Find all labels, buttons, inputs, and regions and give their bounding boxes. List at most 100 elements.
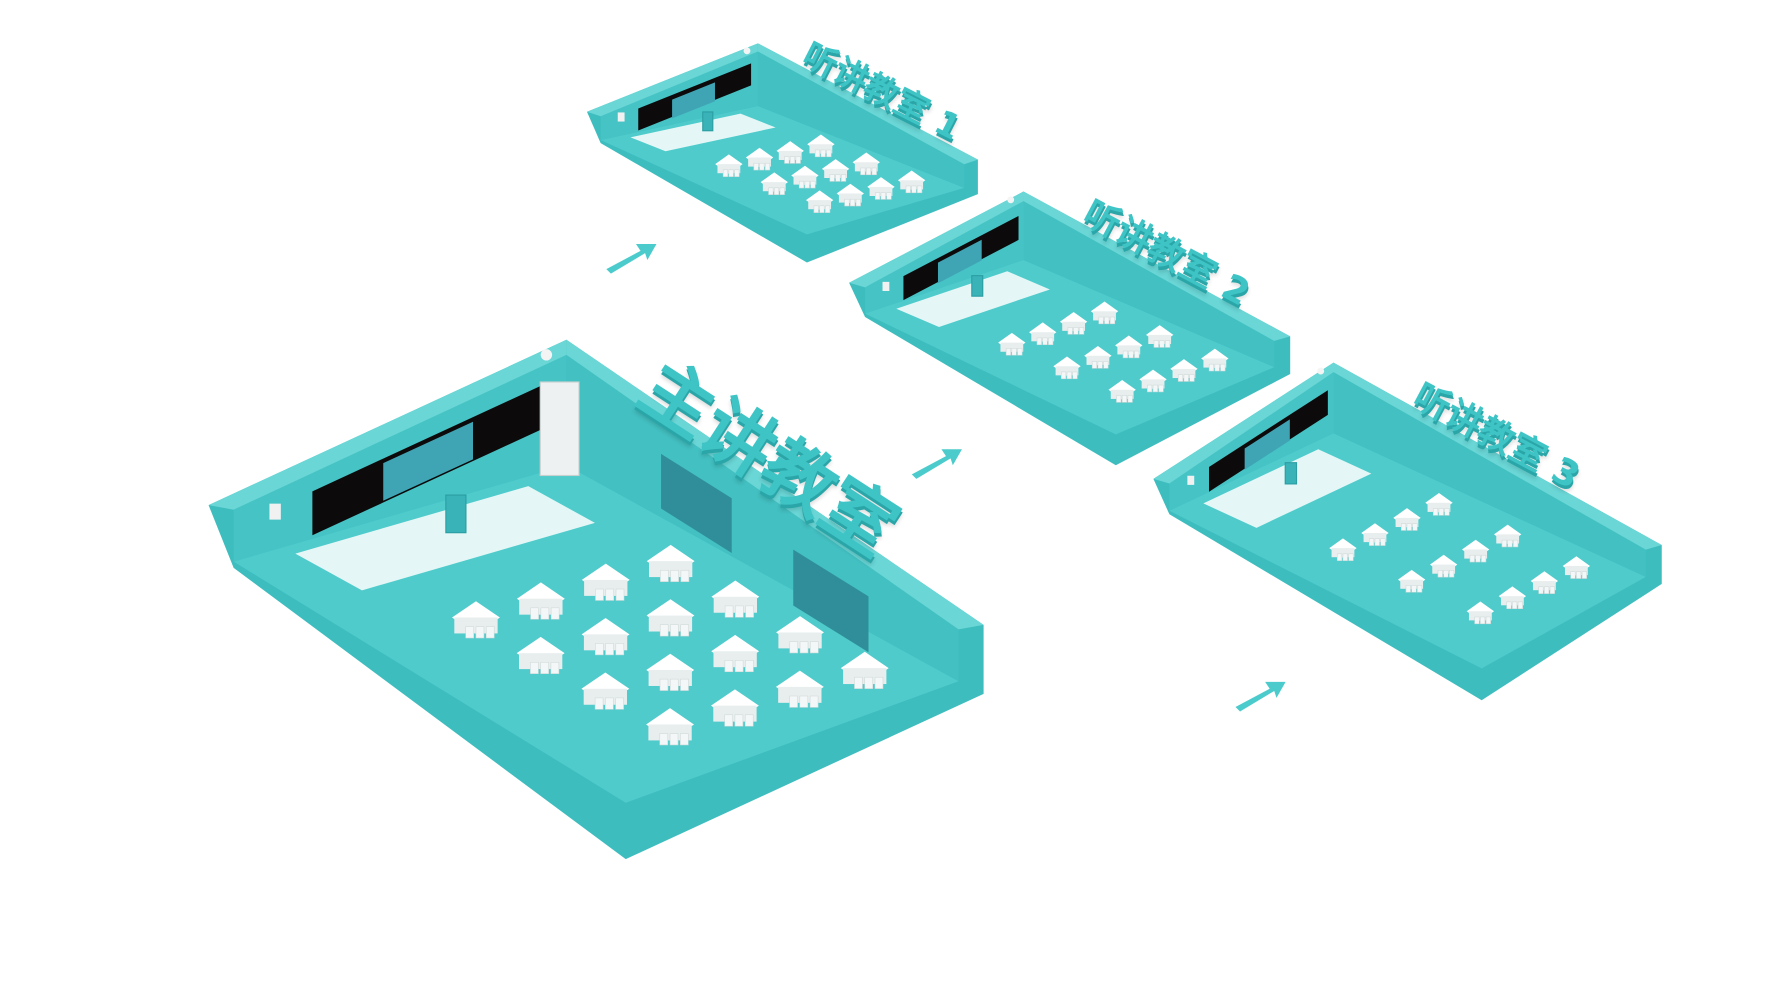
listening-classroom-1-chair <box>804 180 810 189</box>
listening-classroom-3-chair <box>1348 553 1354 561</box>
listening-classroom-1-speaker <box>617 112 625 122</box>
main-classroom-chair <box>605 643 614 656</box>
listening-classroom-3-chair <box>1570 571 1576 579</box>
main-classroom-camera <box>540 349 553 361</box>
listening-classroom-1-chair <box>764 162 771 171</box>
listening-classroom-2-chair <box>1067 327 1073 335</box>
listening-classroom-2-chair <box>1109 316 1116 325</box>
main-classroom-wall-top-left <box>208 339 567 510</box>
listening-classroom-1-chair <box>813 205 819 213</box>
listening-classroom-3-chair <box>1438 508 1444 516</box>
listening-classroom-1-stage-platform <box>630 113 776 152</box>
listening-classroom-2-chair <box>1122 350 1128 359</box>
listening-classroom-2-desk-legs <box>1203 358 1227 368</box>
listening-classroom-1-chair <box>911 185 917 194</box>
listening-classroom-3-desk-legs <box>1400 579 1424 589</box>
listening-classroom-3-speaker <box>1187 475 1195 485</box>
listening-classroom-3-chair <box>1411 585 1417 593</box>
main-classroom-chair <box>669 678 679 691</box>
listening-classroom-3-wall-top-right <box>1333 362 1662 550</box>
listening-classroom-1-desk-legs <box>900 180 924 190</box>
listening-classroom-2-wall-top-right <box>1023 191 1291 341</box>
listening-classroom-3-desk-legs <box>1496 534 1520 544</box>
listening-classroom-2-chair <box>1177 374 1184 382</box>
listening-classroom-1-wall-top-left <box>586 43 758 117</box>
listening-classroom-1-chair <box>844 198 850 207</box>
listening-classroom-3-stage-platform <box>1203 449 1372 528</box>
main-classroom-chair <box>485 626 495 639</box>
listening-classroom-2-chair <box>1159 340 1165 348</box>
main-classroom-chair <box>670 569 679 582</box>
listening-classroom-1-desk-legs <box>838 193 862 203</box>
listening-classroom-1-chair <box>917 185 923 194</box>
listening-classroom-2-desk-legs <box>1062 321 1086 331</box>
listening-classroom-2-chair <box>1097 361 1103 369</box>
listening-classroom-3-desk-legs <box>1331 548 1355 558</box>
listening-classroom-1-chair <box>734 169 740 177</box>
main-classroom-equipment-cabinet <box>539 381 580 477</box>
listening-classroom-3-chair <box>1336 553 1343 561</box>
main-classroom-chair <box>594 697 604 710</box>
listening-classroom-3-podium <box>1284 462 1298 485</box>
listening-classroom-2-chair <box>1116 395 1122 403</box>
listening-classroom-3-chair <box>1449 569 1455 578</box>
arrow-icon <box>911 449 962 479</box>
listening-classroom-2-chair <box>1103 361 1109 369</box>
listening-classroom-2-desk-legs <box>1000 342 1024 352</box>
listening-classroom-1-desk-legs <box>809 144 833 154</box>
listening-classroom-3-chair <box>1506 601 1512 609</box>
main-classroom-chair <box>680 678 689 691</box>
main-classroom-chair <box>854 676 863 689</box>
listening-classroom-2-chair <box>1005 348 1011 356</box>
listening-classroom-3-chair <box>1581 571 1587 579</box>
listening-classroom-3-desk-legs <box>1432 564 1456 574</box>
main-classroom-chair <box>605 588 615 601</box>
listening-classroom-3-chair <box>1400 523 1407 531</box>
listening-classroom-1-chair <box>841 174 847 182</box>
listening-classroom-2-chair <box>1079 327 1085 335</box>
listening-classroom-3-chair <box>1444 508 1450 516</box>
listening-classroom-1-chair <box>850 198 856 207</box>
main-classroom-chair <box>809 695 819 708</box>
listening-classroom-1-chair <box>855 198 861 207</box>
main-classroom-chair <box>864 676 873 689</box>
listening-classroom-2-desk-legs <box>1093 311 1116 321</box>
listening-classroom-1-desk-legs <box>808 200 832 210</box>
listening-classroom-3-chair <box>1432 508 1439 516</box>
listening-classroom-2-desk-legs <box>1055 366 1079 376</box>
listening-classroom-3-chair <box>1507 539 1513 548</box>
listening-classroom-3-desk-legs <box>1427 502 1451 512</box>
main-classroom-chair <box>530 607 539 620</box>
listening-classroom-2-desk-legs <box>1086 355 1110 365</box>
listening-classroom-3-desk-legs <box>1363 532 1387 543</box>
main-classroom-chair <box>745 660 754 673</box>
main-classroom-chair <box>744 714 754 727</box>
listening-classroom-2-smart-display <box>937 239 982 284</box>
listening-classroom-2-chair <box>1165 340 1171 348</box>
main-classroom-chair <box>874 676 884 689</box>
listening-classroom-1-chair <box>825 205 831 213</box>
listening-classroom-3-right-back-wall <box>1333 372 1646 577</box>
listening-classroom-2-chair <box>1098 316 1104 325</box>
listening-classroom-1-chair <box>810 180 816 189</box>
listening-classroom-2-chair <box>1147 384 1153 393</box>
main-classroom-chair <box>799 695 809 708</box>
main-classroom-chair <box>615 643 625 656</box>
main-classroom-chair <box>595 643 604 656</box>
main-classroom-wall-top-right <box>566 339 984 630</box>
listening-classroom-2-chair <box>1183 374 1189 382</box>
listening-classroom-2-chair <box>1128 350 1134 359</box>
listening-classroom-3-chair <box>1474 616 1480 625</box>
listening-classroom-1-desk-legs <box>778 150 802 160</box>
listening-classroom-3-camera <box>1317 367 1325 375</box>
listening-classroom-2-chair <box>1091 361 1098 369</box>
listening-classroom-2-camera <box>1007 196 1015 204</box>
listening-classroom-2-chair <box>1121 395 1128 403</box>
listening-classroom-1-chair <box>826 149 832 158</box>
listening-classroom-2-desk-legs <box>1172 368 1196 379</box>
listening-classroom-2-chair <box>1011 348 1017 356</box>
main-classroom-chair <box>745 605 754 618</box>
listening-classroom-1-chair <box>880 192 886 200</box>
main-classroom-chair <box>680 733 689 746</box>
